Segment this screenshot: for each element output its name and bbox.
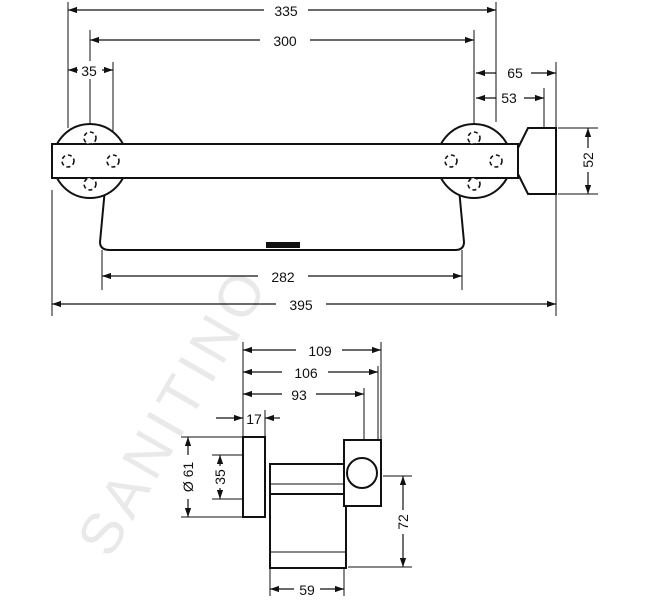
dim-label-93: 93 (291, 387, 307, 403)
dim-label-17: 17 (246, 411, 262, 427)
side-rail-bar (269, 463, 351, 495)
side-holder-ring (346, 457, 378, 489)
dim-label-300: 300 (273, 33, 297, 49)
dim-label-109: 109 (308, 343, 332, 359)
dim-label-59: 59 (299, 582, 315, 598)
dim-label-61: Ø 61 (180, 462, 196, 493)
side-view: 109 106 93 17 Ø 61 35 72 59 (180, 341, 412, 598)
side-wall-flange (242, 436, 266, 518)
dim-label-53: 53 (501, 90, 517, 106)
shower-holder (517, 127, 557, 195)
front-rail-assembly (51, 123, 557, 251)
front-view: 335 300 35 65 53 52 282 395 (51, 1, 598, 316)
shelf-basket (98, 177, 466, 251)
side-extension-lines (181, 342, 412, 596)
shelf-logo-plate (266, 242, 300, 248)
dim-label-106: 106 (294, 365, 318, 381)
dim-label-35-side: 35 (212, 469, 228, 485)
screw-holes (61, 131, 503, 191)
dim-label-282: 282 (271, 269, 295, 285)
dim-label-335: 335 (274, 3, 298, 19)
dim-label-395: 395 (289, 297, 313, 313)
dim-label-72: 72 (395, 514, 411, 530)
dim-label-65: 65 (507, 65, 523, 81)
side-profile (242, 436, 382, 569)
dim-label-35: 35 (81, 63, 97, 79)
dim-label-52: 52 (580, 152, 596, 168)
grab-rail (51, 143, 519, 179)
